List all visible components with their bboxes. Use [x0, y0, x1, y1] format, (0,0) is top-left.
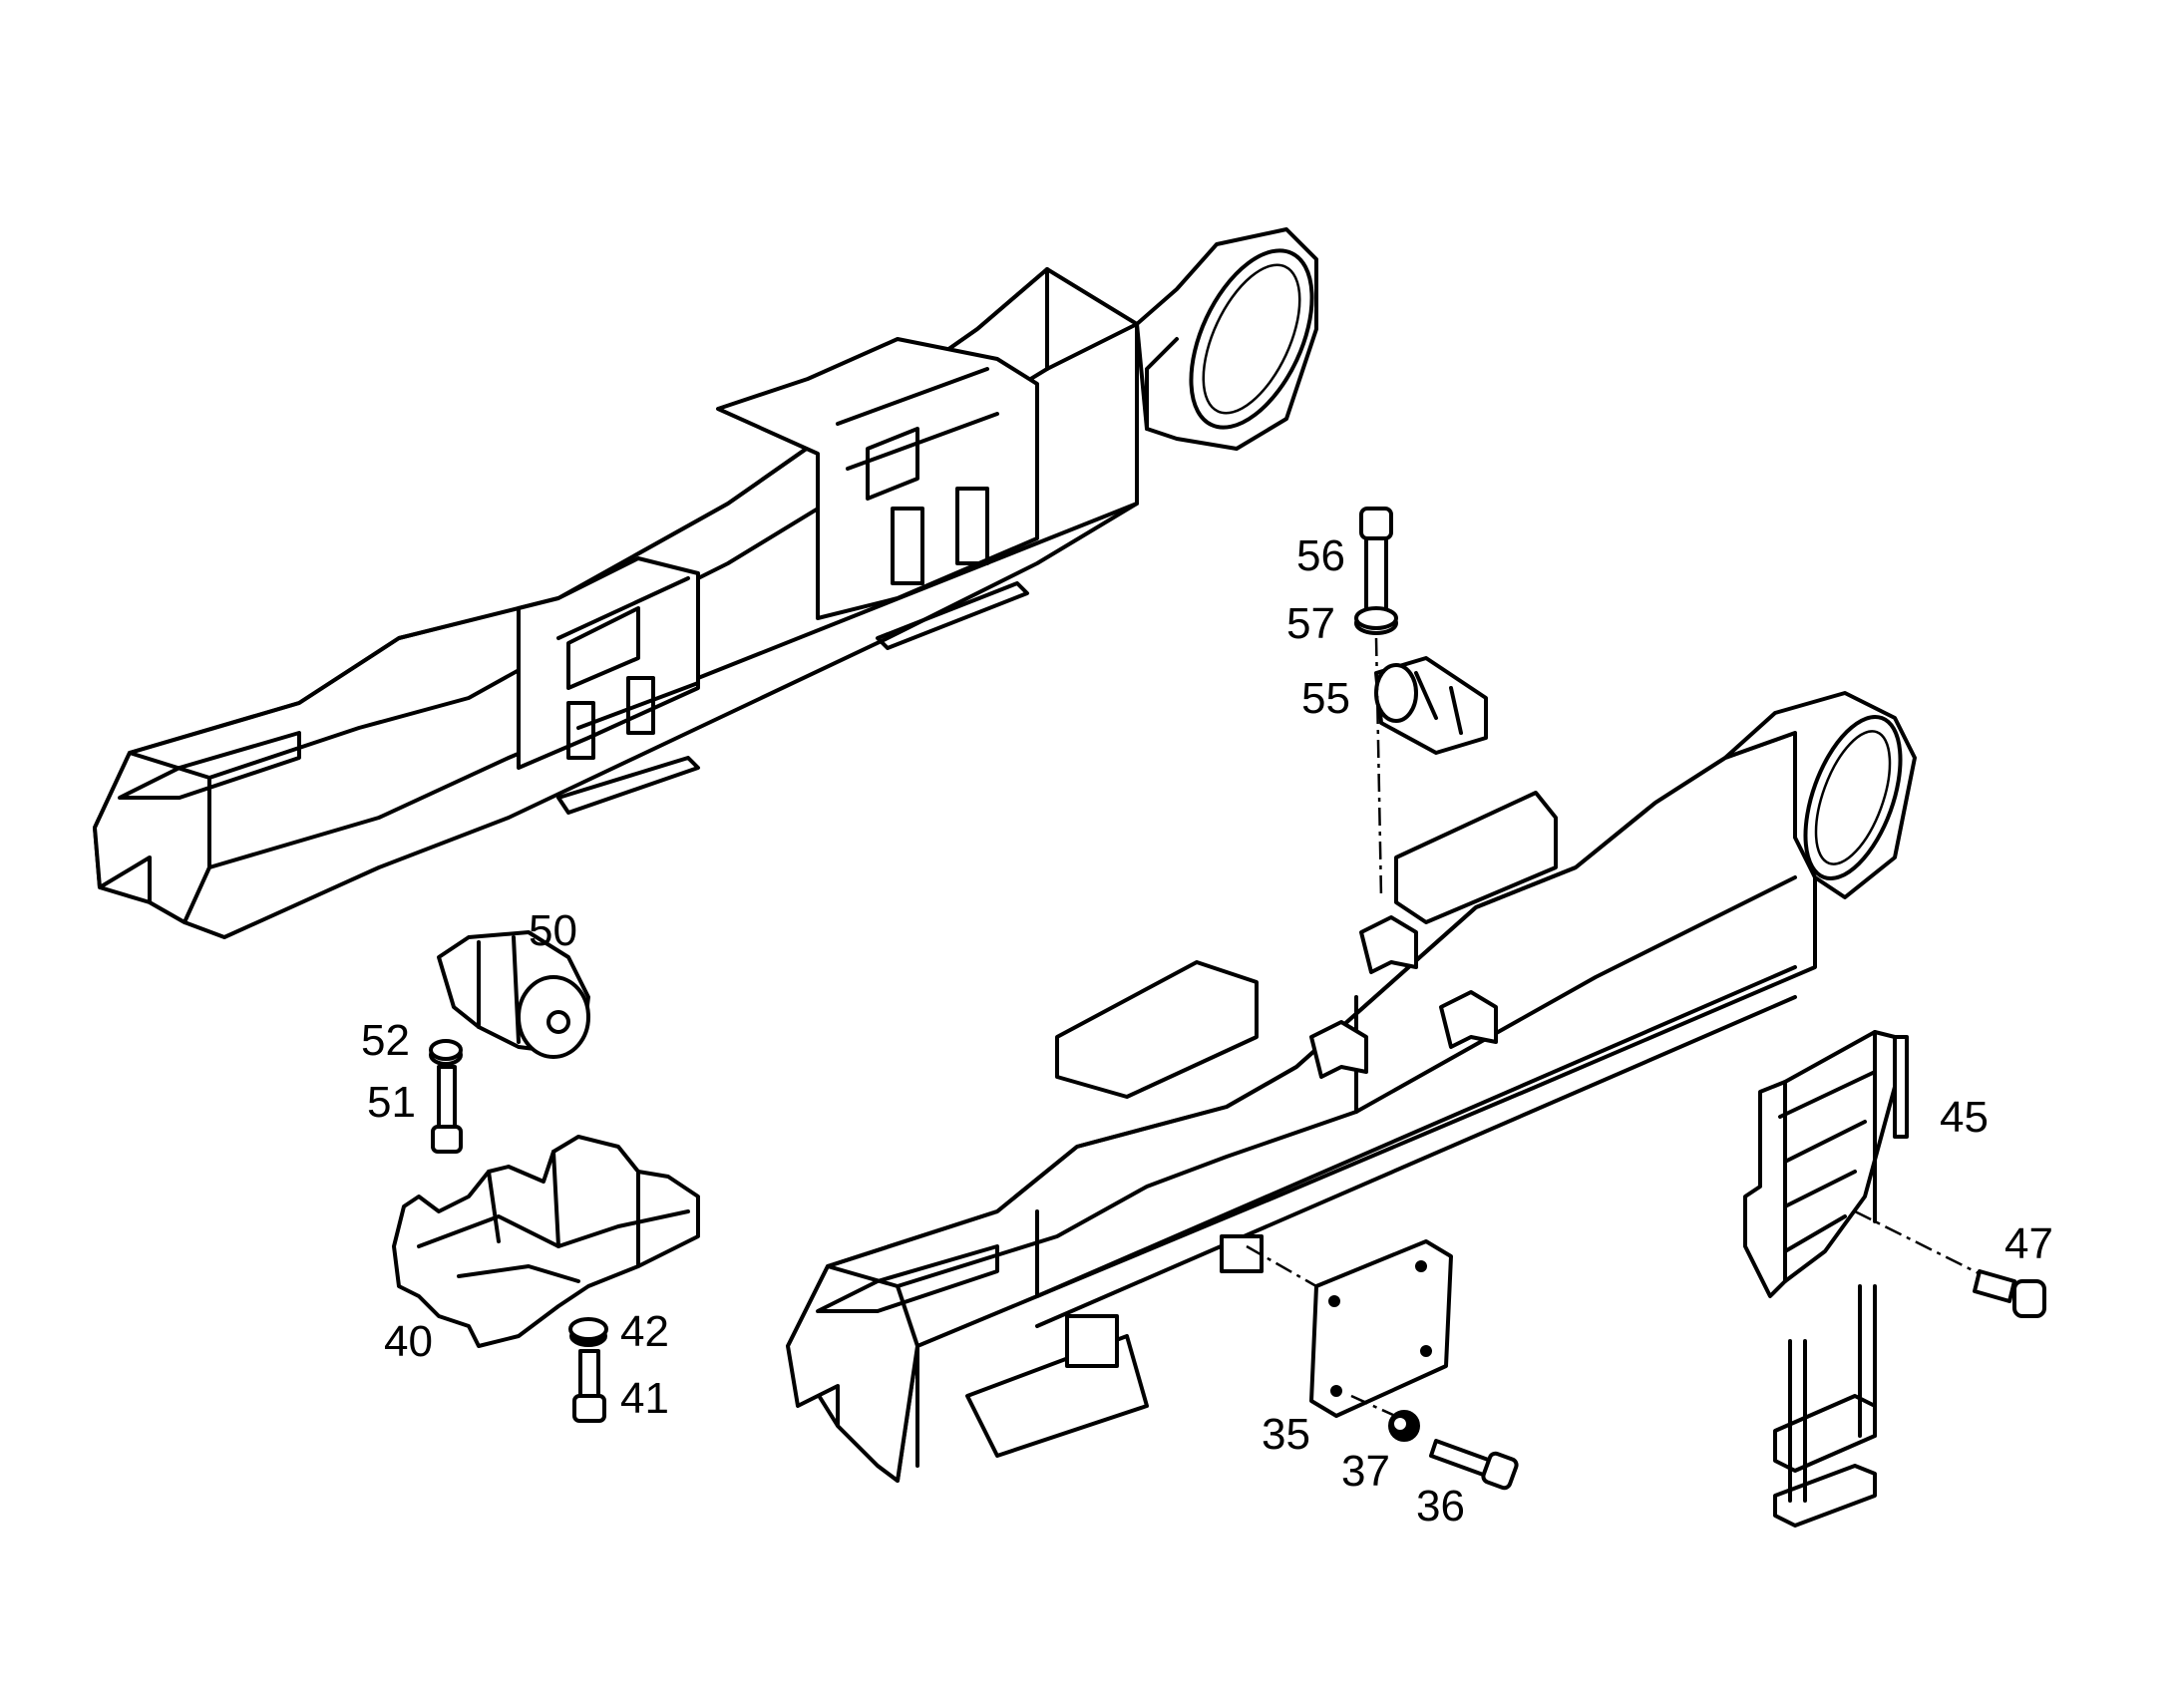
callout-42: 42	[620, 1307, 669, 1356]
right-track-frame	[786, 691, 1917, 1483]
callout-47: 47	[2004, 1219, 2053, 1268]
washer-57	[1354, 606, 1398, 635]
bolt-56	[1359, 507, 1393, 615]
bolt-47	[1973, 1269, 2046, 1318]
ladder-lower	[1773, 1284, 1877, 1528]
callout-52: 52	[361, 1016, 410, 1065]
callout-37: 37	[1341, 1447, 1390, 1496]
callout-35: 35	[1262, 1410, 1310, 1459]
carrier-roller-55	[1374, 656, 1488, 755]
callout-36: 36	[1416, 1482, 1465, 1531]
left-track-frame	[93, 227, 1318, 939]
washer-52	[429, 1039, 463, 1066]
bolt-51	[431, 1065, 463, 1154]
callout-57: 57	[1286, 599, 1335, 648]
callout-41: 41	[620, 1374, 669, 1423]
callout-40: 40	[384, 1317, 433, 1366]
ladder-45	[1743, 1030, 1909, 1298]
callout-45: 45	[1940, 1093, 1989, 1142]
bolt-36	[1429, 1439, 1519, 1491]
bolt-41	[572, 1349, 606, 1423]
callout-56: 56	[1296, 531, 1345, 580]
callout-51: 51	[367, 1078, 416, 1127]
washer-42	[568, 1317, 608, 1347]
washer-37	[1388, 1410, 1420, 1442]
callout-50: 50	[529, 906, 577, 955]
track-guard-40	[392, 1135, 700, 1348]
callout-55: 55	[1301, 674, 1350, 723]
cover-plate-35	[1309, 1239, 1453, 1418]
track-roller-50	[437, 930, 590, 1059]
